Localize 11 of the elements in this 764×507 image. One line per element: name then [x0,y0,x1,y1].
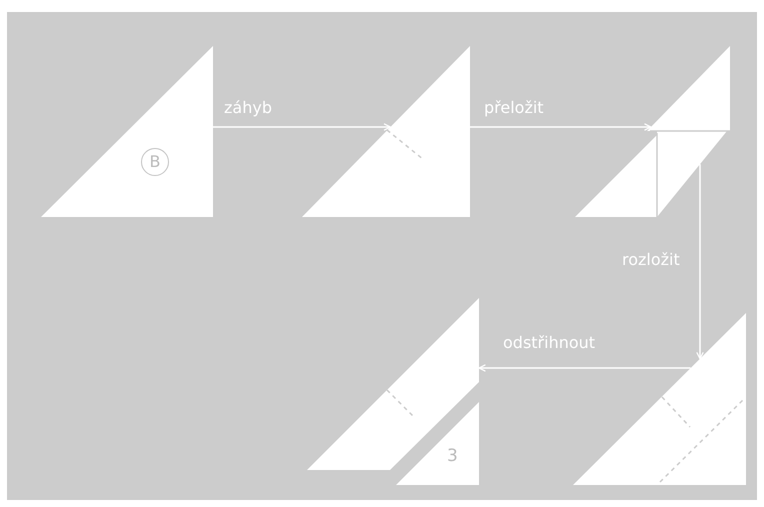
arrow [696,164,704,360]
piece-number: 3 [447,446,458,466]
paper-piece [396,402,479,485]
arrow [470,123,652,131]
paper-triangle [302,46,470,217]
folded-paper [575,46,730,217]
arrow [213,123,392,131]
arrow [478,364,691,372]
circled-letter: B [141,148,169,176]
folded-paper [307,298,479,470]
paper-piece [41,46,213,217]
